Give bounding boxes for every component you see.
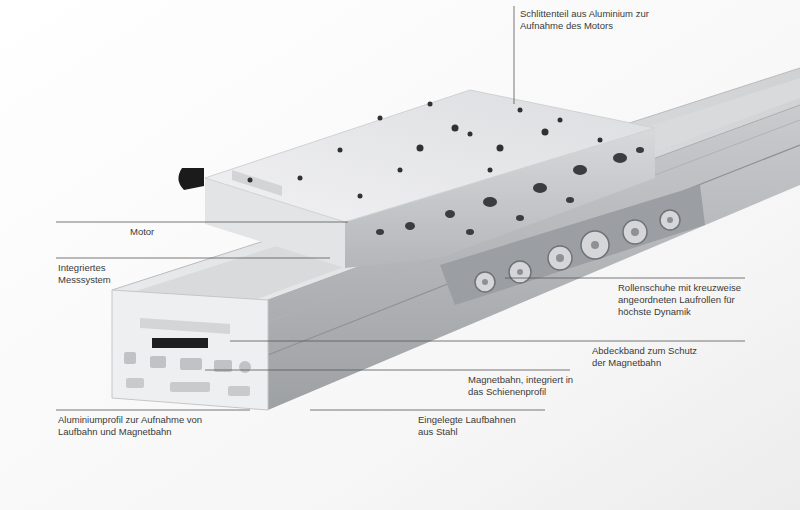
callout-label: Aluminiumprofil zur Aufnahme von Laufbah… — [58, 414, 203, 438]
carriage — [178, 90, 655, 268]
callout-label: Rollenschuhe mit kreuzweise angeordneten… — [618, 282, 758, 318]
callout-label: Abdeckband zum Schutz der Magnetbahn — [592, 345, 704, 369]
callout-label: Motor — [130, 226, 210, 238]
callout-label: Integriertes Messsystem — [58, 262, 130, 286]
rail — [112, 68, 800, 410]
leader-lines — [56, 6, 745, 410]
callout-label: Magnetbahn, integriert in das Schienenpr… — [468, 374, 580, 398]
callout-label: Eingelegte Laufbahnen aus Stahl — [418, 414, 526, 438]
callout-label: Schlittenteil aus Aluminium zur Aufnahme… — [520, 8, 660, 32]
